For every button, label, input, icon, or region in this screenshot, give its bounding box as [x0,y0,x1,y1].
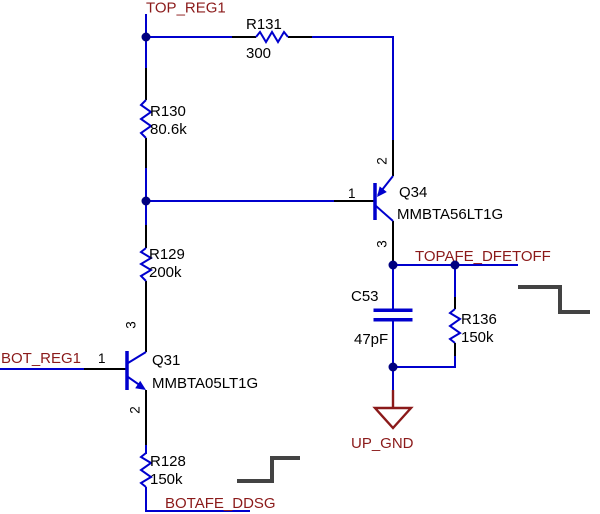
transistor-q31: 1 3 2 Q31 MMBTA05LT1G [98,321,258,414]
q31-pin-3: 3 [124,321,139,329]
resistor-zigzag-icon [448,308,462,344]
resistor-r129-value: 200k [149,264,182,281]
capacitor-plate-icon [373,318,413,322]
transistor-q31-ref: Q31 [152,352,180,369]
resistor-r130-value: 80.6k [150,121,187,138]
falling-edge-waveform-icon [518,285,590,314]
resistor-r131-value: 300 [246,45,271,62]
ground-up-gnd: UP_GND [351,367,414,452]
junction-dot [141,196,151,206]
resistor-r136-value: 150k [461,329,494,346]
resistor-zigzag-icon [139,99,153,139]
net-label-topafe-dfetoff: TOPAFE_DFETOFF [415,248,551,265]
junction-dots [141,32,460,372]
resistor-r129-ref: R129 [149,246,185,263]
capacitor-plate-icon [373,308,413,312]
net-label-top-reg1: TOP_REG1 [146,0,226,17]
q34-pin-2: 2 [375,157,390,165]
resistor-r130: R130 80.6k [139,68,187,168]
q31-pin-2: 2 [128,406,143,414]
transistor-q34: 1 2 3 Q34 MMBTA56LT1G [348,140,503,265]
transistor-q31-part: MMBTA05LT1G [152,375,258,392]
resistor-r136: R136 150k [393,264,497,368]
net-label-bot-reg1: BOT_REG1 [1,350,81,367]
junction-dot [388,260,398,270]
resistor-r128-ref: R128 [150,453,186,470]
resistor-r136-ref: R136 [461,311,497,328]
resistor-zigzag-icon [139,452,153,488]
q34-pin-3: 3 [375,240,390,248]
transistor-collector-icon [375,205,394,222]
net-q34-base [145,168,374,225]
q34-pin-1: 1 [348,186,356,201]
net-botafe-ddsg: BOTAFE_DDSG [145,456,300,512]
net-label-botafe-ddsg: BOTAFE_DDSG [165,495,276,512]
resistor-zigzag-icon [255,30,289,44]
capacitor-c53-ref: C53 [351,288,379,305]
resistor-r131: R131 300 [232,16,312,62]
resistor-r131-ref: R131 [246,16,282,33]
junction-dot [141,32,151,42]
resistor-r128: R128 150k [139,390,186,488]
transistor-collector-icon [127,351,147,364]
resistor-zigzag-icon [139,247,153,282]
transistor-arrow-icon [135,380,146,390]
transistor-q34-part: MMBTA56LT1G [397,206,503,223]
net-label-up-gnd: UP_GND [351,435,414,452]
ground-triangle-icon [372,406,414,430]
transistor-q34-ref: Q34 [399,184,427,201]
junction-dot [450,260,460,270]
junction-dot [388,362,398,372]
q31-pin-1: 1 [98,351,106,366]
transistor-arrow-icon [377,186,387,197]
resistor-r129: R129 200k [139,225,185,352]
net-topafe-dfetoff: TOPAFE_DFETOFF [393,248,590,314]
capacitor-c53: C53 47pF [351,264,413,368]
rising-edge-waveform-icon [237,456,300,483]
resistor-r130-ref: R130 [150,103,186,120]
net-bot-reg1: BOT_REG1 [0,350,126,370]
resistor-r128-value: 150k [150,471,183,488]
capacitor-c53-value: 47pF [354,331,388,348]
